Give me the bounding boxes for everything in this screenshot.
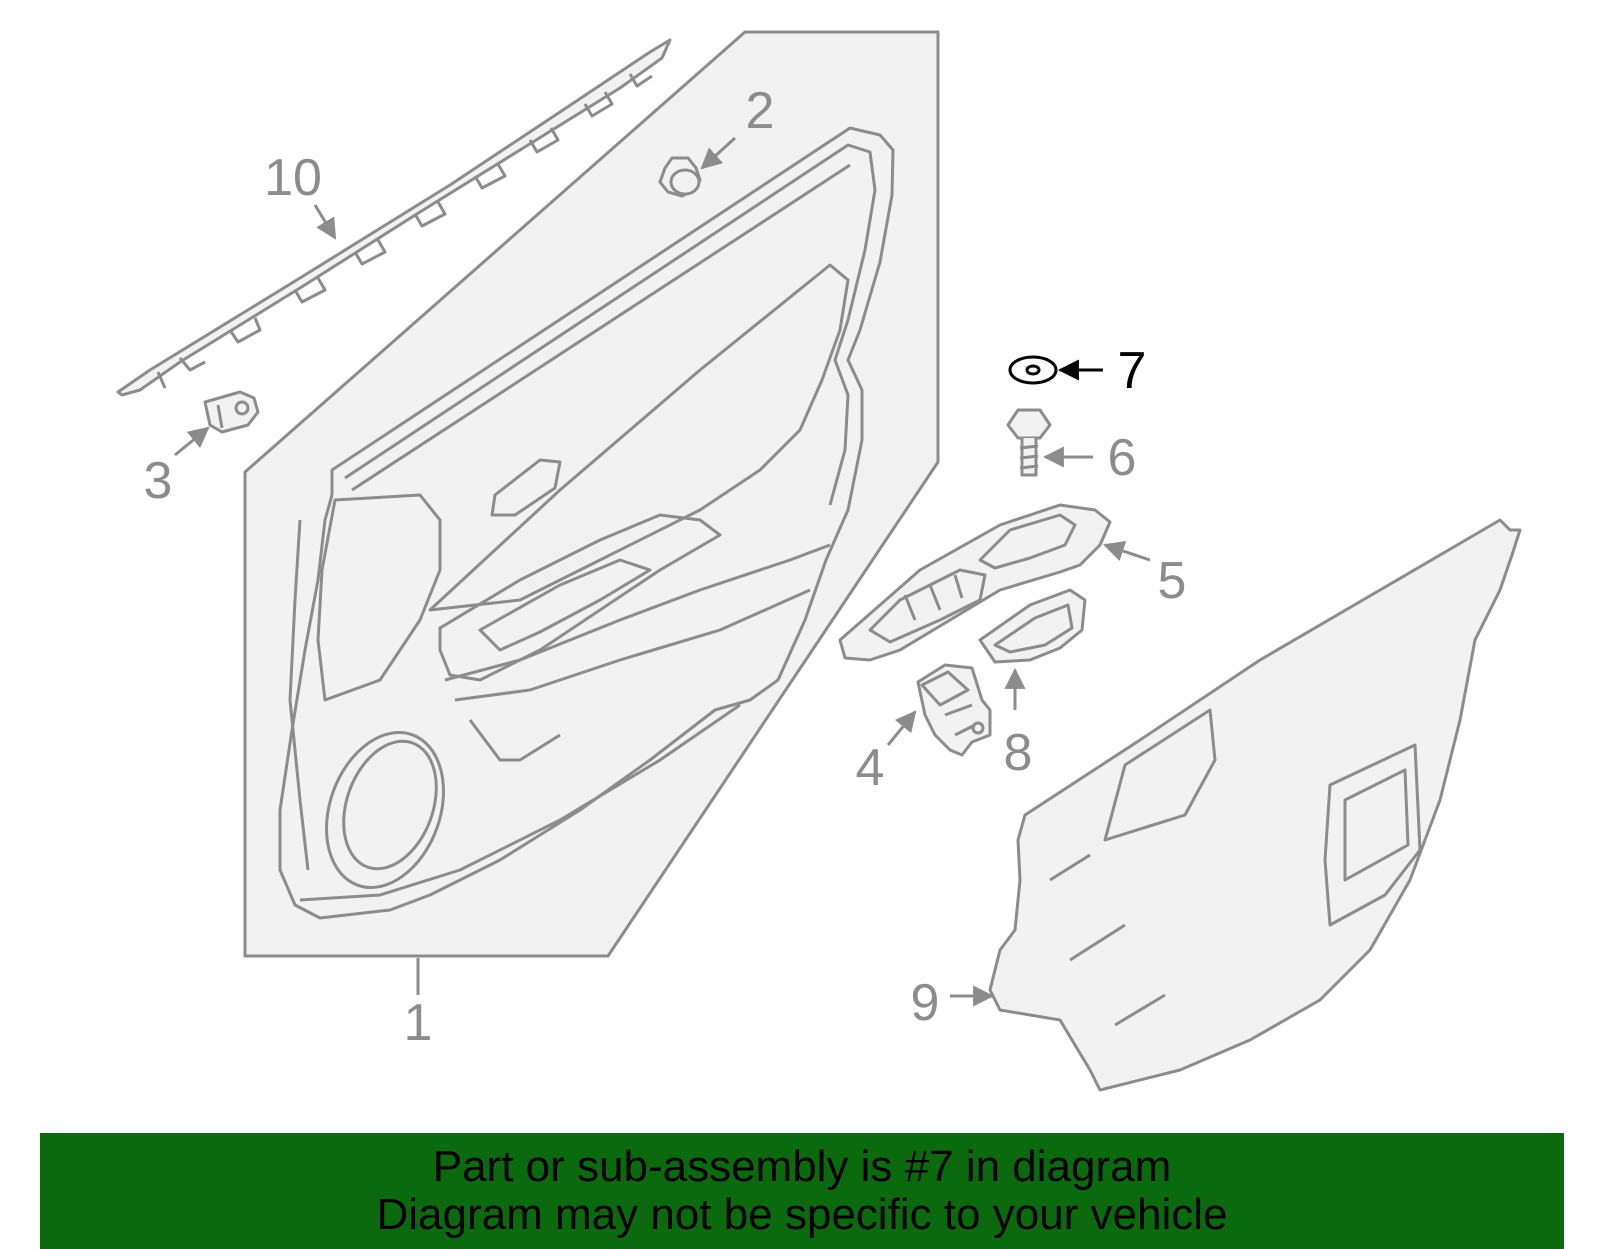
disclaimer-banner: Part or sub-assembly is #7 in diagram Di… — [40, 1133, 1564, 1249]
part-8-pocket — [978, 588, 1087, 664]
trim-bottom-inner — [299, 703, 741, 902]
moulding-clips — [156, 73, 653, 389]
callout-5: 5 — [1158, 552, 1187, 610]
part-6-screw — [1006, 408, 1052, 477]
callout-10: 10 — [264, 149, 322, 207]
callout-4: 4 — [856, 739, 885, 797]
part-7-washer — [1008, 355, 1058, 385]
door-pull-pocket — [490, 458, 562, 517]
insulator-cuts — [1049, 853, 1166, 1027]
insulator-window-left — [1103, 708, 1217, 842]
armrest-switch-cutout — [478, 558, 652, 652]
callout-3: 3 — [144, 452, 173, 510]
trim-upper-crease — [351, 163, 851, 492]
banner-line-disclaimer: Diagram may not be specific to your vehi… — [376, 1190, 1228, 1239]
leader-2 — [700, 136, 737, 170]
callout-7: 7 — [1118, 342, 1147, 400]
bezel-mirror-opening — [978, 513, 1077, 570]
part-5-switch-bezel — [838, 503, 1112, 662]
window-recess — [428, 263, 850, 612]
trim-left-inner — [288, 519, 310, 871]
speaker-grille-outer — [325, 731, 445, 889]
leader-5 — [1103, 541, 1151, 562]
trim-lower-rib — [468, 719, 561, 762]
callout-6: 6 — [1108, 429, 1137, 487]
part-2-clip — [658, 156, 702, 198]
leader-3 — [174, 426, 210, 457]
callout-1: 1 — [404, 994, 433, 1052]
left-cushion — [316, 493, 442, 702]
armrest-lower-edge — [444, 543, 831, 682]
callout-2: 2 — [746, 82, 775, 140]
leader-lines — [174, 136, 1151, 1007]
part-3-retainer — [203, 390, 260, 434]
callout-labels: 1 2 3 4 5 6 7 8 9 10 — [144, 82, 1187, 1052]
banner-line-part-number: Part or sub-assembly is #7 in diagram — [432, 1142, 1172, 1191]
armrest — [438, 513, 722, 682]
speaker-grille-inner — [342, 739, 438, 871]
part-4-window-switch — [916, 663, 992, 757]
callout-8: 8 — [1004, 724, 1033, 782]
bezel-switch-opening — [868, 568, 987, 644]
callout-9: 9 — [911, 974, 940, 1032]
part-1-door-trim-assembly — [243, 30, 940, 958]
part-10-window-moulding — [116, 38, 672, 397]
lower-pocket-line — [454, 588, 811, 702]
part-9-insulator — [988, 518, 1522, 1092]
insulator-window-right — [1323, 743, 1422, 927]
door-trim-inner-edge — [344, 143, 877, 506]
leader-4 — [886, 710, 917, 746]
leader-10 — [313, 204, 337, 240]
